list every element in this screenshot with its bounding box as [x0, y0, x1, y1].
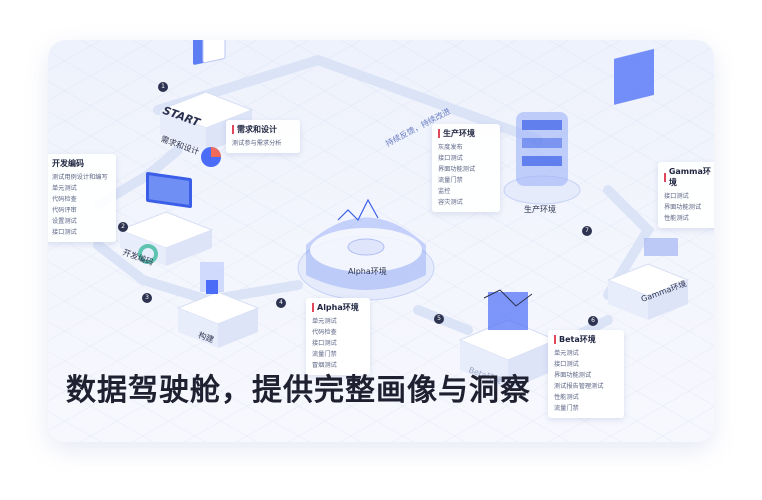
marker-icon: [664, 172, 666, 182]
panel-item: 代码检查: [52, 196, 77, 203]
panel-item: 代码检查: [312, 329, 337, 336]
step-marker-3: 3: [142, 293, 152, 303]
ring-chart-icon: [138, 244, 158, 264]
panel-item: 单元测试: [52, 185, 77, 192]
panel-item: 接口测试: [52, 229, 77, 236]
panel-title: 需求和设计: [237, 125, 277, 134]
panel-requirement: 需求和设计 测试参与需求分析: [226, 120, 300, 153]
panel-item: 测试用例设计和编写: [52, 174, 108, 181]
requirement-block: [158, 40, 254, 152]
panel-develop: 开发编码 测试用例设计和编写 单元测试 代码检查 代码评审 设置测试 接口测试: [48, 154, 116, 242]
step-marker-1: 1: [158, 82, 168, 92]
road-right: [603, 185, 655, 300]
panel-item: 流量门禁: [312, 351, 337, 358]
panel-item: 流量门禁: [438, 177, 463, 184]
production-tower: [503, 112, 581, 205]
panel-item: 代码评审: [52, 207, 77, 214]
marker-icon: [312, 303, 314, 312]
marker-icon: [554, 335, 556, 344]
panel-item: 界面功能测试: [554, 372, 592, 379]
panel-item: 测试参与需求分析: [232, 140, 282, 147]
panel-gamma: Gamma环境 接口测试 界面功能测试 性能测试: [658, 162, 714, 228]
panel-item: 性能测试: [554, 394, 579, 401]
panel-title: 开发编码: [52, 159, 84, 168]
panel-alpha: Alpha环境 单元测试 代码检查 接口测试 流量门禁 冒烟测试: [306, 298, 370, 375]
marker-icon: [438, 129, 440, 138]
hero-card: START 持续反馈，持续改进 需求和设计 开发编码 构建 Alpha环境 Be…: [48, 40, 714, 442]
node-label-production: 生产环境: [524, 205, 556, 214]
node-label-alpha: Alpha环境: [348, 267, 387, 276]
step-marker-6: 6: [588, 316, 598, 326]
panel-title: Alpha环境: [317, 303, 359, 312]
step-marker-2: 2: [118, 222, 128, 232]
panel-item: 界面功能测试: [438, 166, 476, 173]
step-marker-4: 4: [276, 298, 286, 308]
beta-block: [458, 289, 558, 390]
panel-beta: Beta环境 单元测试 接口测试 界面功能测试 测试报告管理测试 性能测试 流量…: [548, 330, 624, 418]
panel-item: 接口测试: [664, 193, 689, 200]
road-top: [153, 54, 543, 145]
step-marker-7: 7: [582, 226, 592, 236]
hero-caption: 数据驾驶舱，提供完整画像与洞察: [66, 373, 531, 408]
marker-icon: [232, 125, 234, 134]
panel-title: Gamma环境: [668, 167, 711, 187]
panel-item: 灰度发布: [438, 144, 463, 151]
panel-item: 单元测试: [312, 318, 337, 325]
step-marker-5: 5: [434, 314, 444, 324]
panel-title: Beta环境: [559, 335, 596, 344]
panel-item: 容灾测试: [438, 199, 463, 206]
panel-item: 接口测试: [554, 361, 579, 368]
alpha-platform: [297, 198, 435, 301]
panel-production: 生产环境 灰度发布 接口测试 界面功能测试 流量门禁 监控 容灾测试: [432, 124, 500, 212]
panel-item: 测试报告管理测试: [554, 383, 604, 390]
panel-item: 性能测试: [664, 215, 689, 222]
panel-item: 流量门禁: [554, 405, 579, 412]
panel-item: 界面功能测试: [664, 204, 702, 211]
panel-item: 接口测试: [438, 155, 463, 162]
panel-item: 监控: [438, 188, 451, 195]
gamma-block: [606, 48, 690, 320]
road-left-2: [93, 240, 303, 306]
panel-title: 生产环境: [443, 129, 475, 138]
panel-item: 设置测试: [52, 218, 77, 225]
build-block: [176, 262, 260, 348]
panel-item: 单元测试: [554, 350, 579, 357]
panel-item: 接口测试: [312, 340, 337, 347]
panel-item: 冒烟测试: [312, 362, 337, 369]
